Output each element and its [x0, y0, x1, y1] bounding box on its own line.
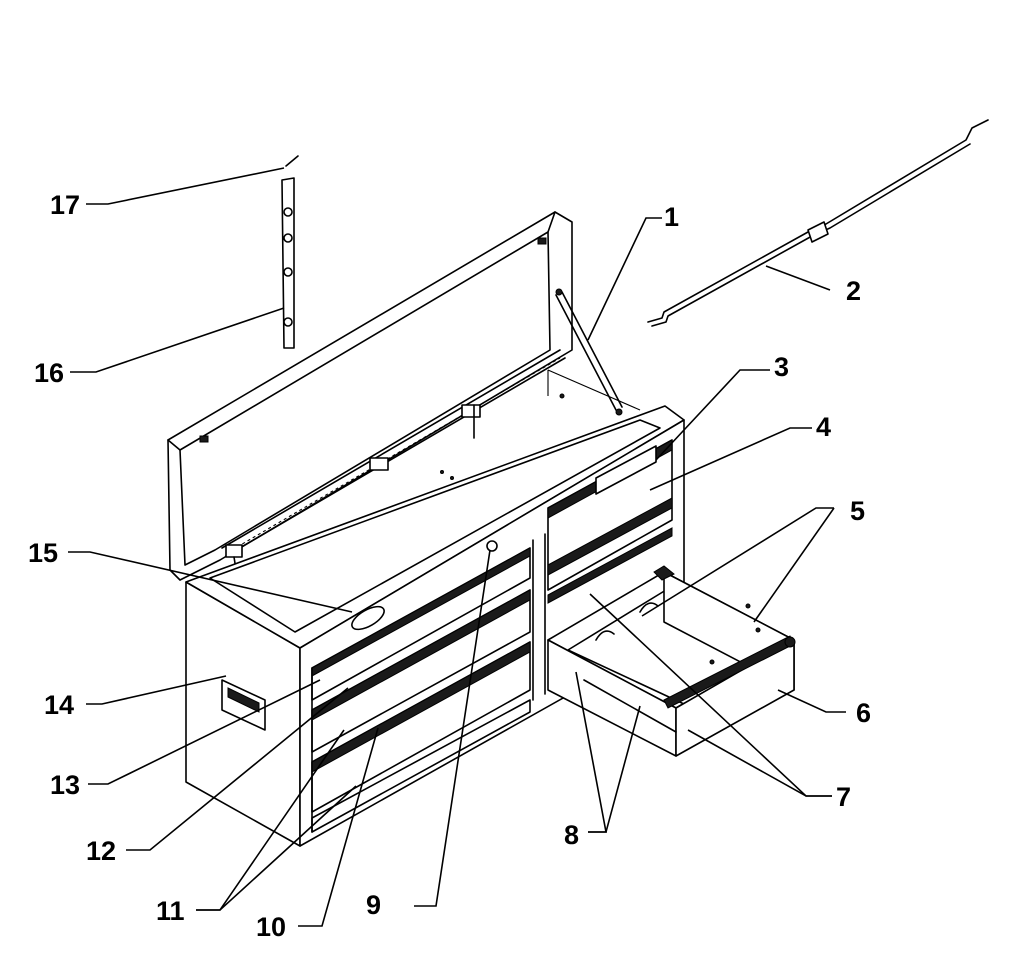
- callout-16: 16: [34, 358, 64, 388]
- callout-12: 12: [86, 836, 116, 866]
- leader-17: [86, 167, 285, 205]
- leader-2: [765, 265, 831, 291]
- leader-12: [126, 687, 349, 851]
- leader-6: [777, 689, 846, 713]
- callout-labels: 1 2 3 4 5 6 7 8 9 10 11 12 13 14 15 16 1…: [28, 190, 871, 942]
- leader-11b: [196, 785, 357, 911]
- right-drawer-fronts: [547, 439, 673, 604]
- lid-support-stay: [555, 288, 623, 416]
- callout-9: 9: [366, 890, 381, 920]
- leader-13: [88, 679, 321, 785]
- callout-11: 11: [156, 896, 185, 926]
- callout-13: 13: [50, 770, 80, 800]
- lid: [167, 211, 573, 583]
- hinge-pin: [285, 155, 299, 167]
- callout-2: 2: [846, 276, 861, 306]
- callout-17: 17: [50, 190, 80, 220]
- leader-5a: [641, 507, 834, 617]
- leader-lines: [68, 167, 846, 927]
- leader-7b: [687, 729, 832, 797]
- leader-15: [68, 551, 353, 613]
- lock-rod: [647, 119, 989, 327]
- leader-8b: [588, 705, 641, 833]
- leader-9: [414, 549, 491, 907]
- leader-1: [587, 217, 662, 341]
- callout-5: 5: [850, 496, 865, 526]
- callout-3: 3: [774, 352, 789, 382]
- callout-7: 7: [836, 782, 851, 812]
- callout-6: 6: [856, 698, 871, 728]
- callout-1: 1: [664, 202, 679, 232]
- hinge-strip: [281, 177, 295, 349]
- leader-5b: [753, 507, 835, 623]
- callout-14: 14: [44, 690, 74, 720]
- callout-15: 15: [28, 538, 58, 568]
- callout-8: 8: [564, 820, 579, 850]
- leader-10: [298, 727, 379, 927]
- leader-3: [655, 369, 770, 461]
- callout-4: 4: [816, 412, 831, 442]
- leader-14: [86, 675, 227, 705]
- callout-10: 10: [256, 912, 286, 942]
- leader-16: [70, 307, 285, 373]
- open-drawer: [547, 565, 796, 757]
- leader-4: [649, 427, 812, 491]
